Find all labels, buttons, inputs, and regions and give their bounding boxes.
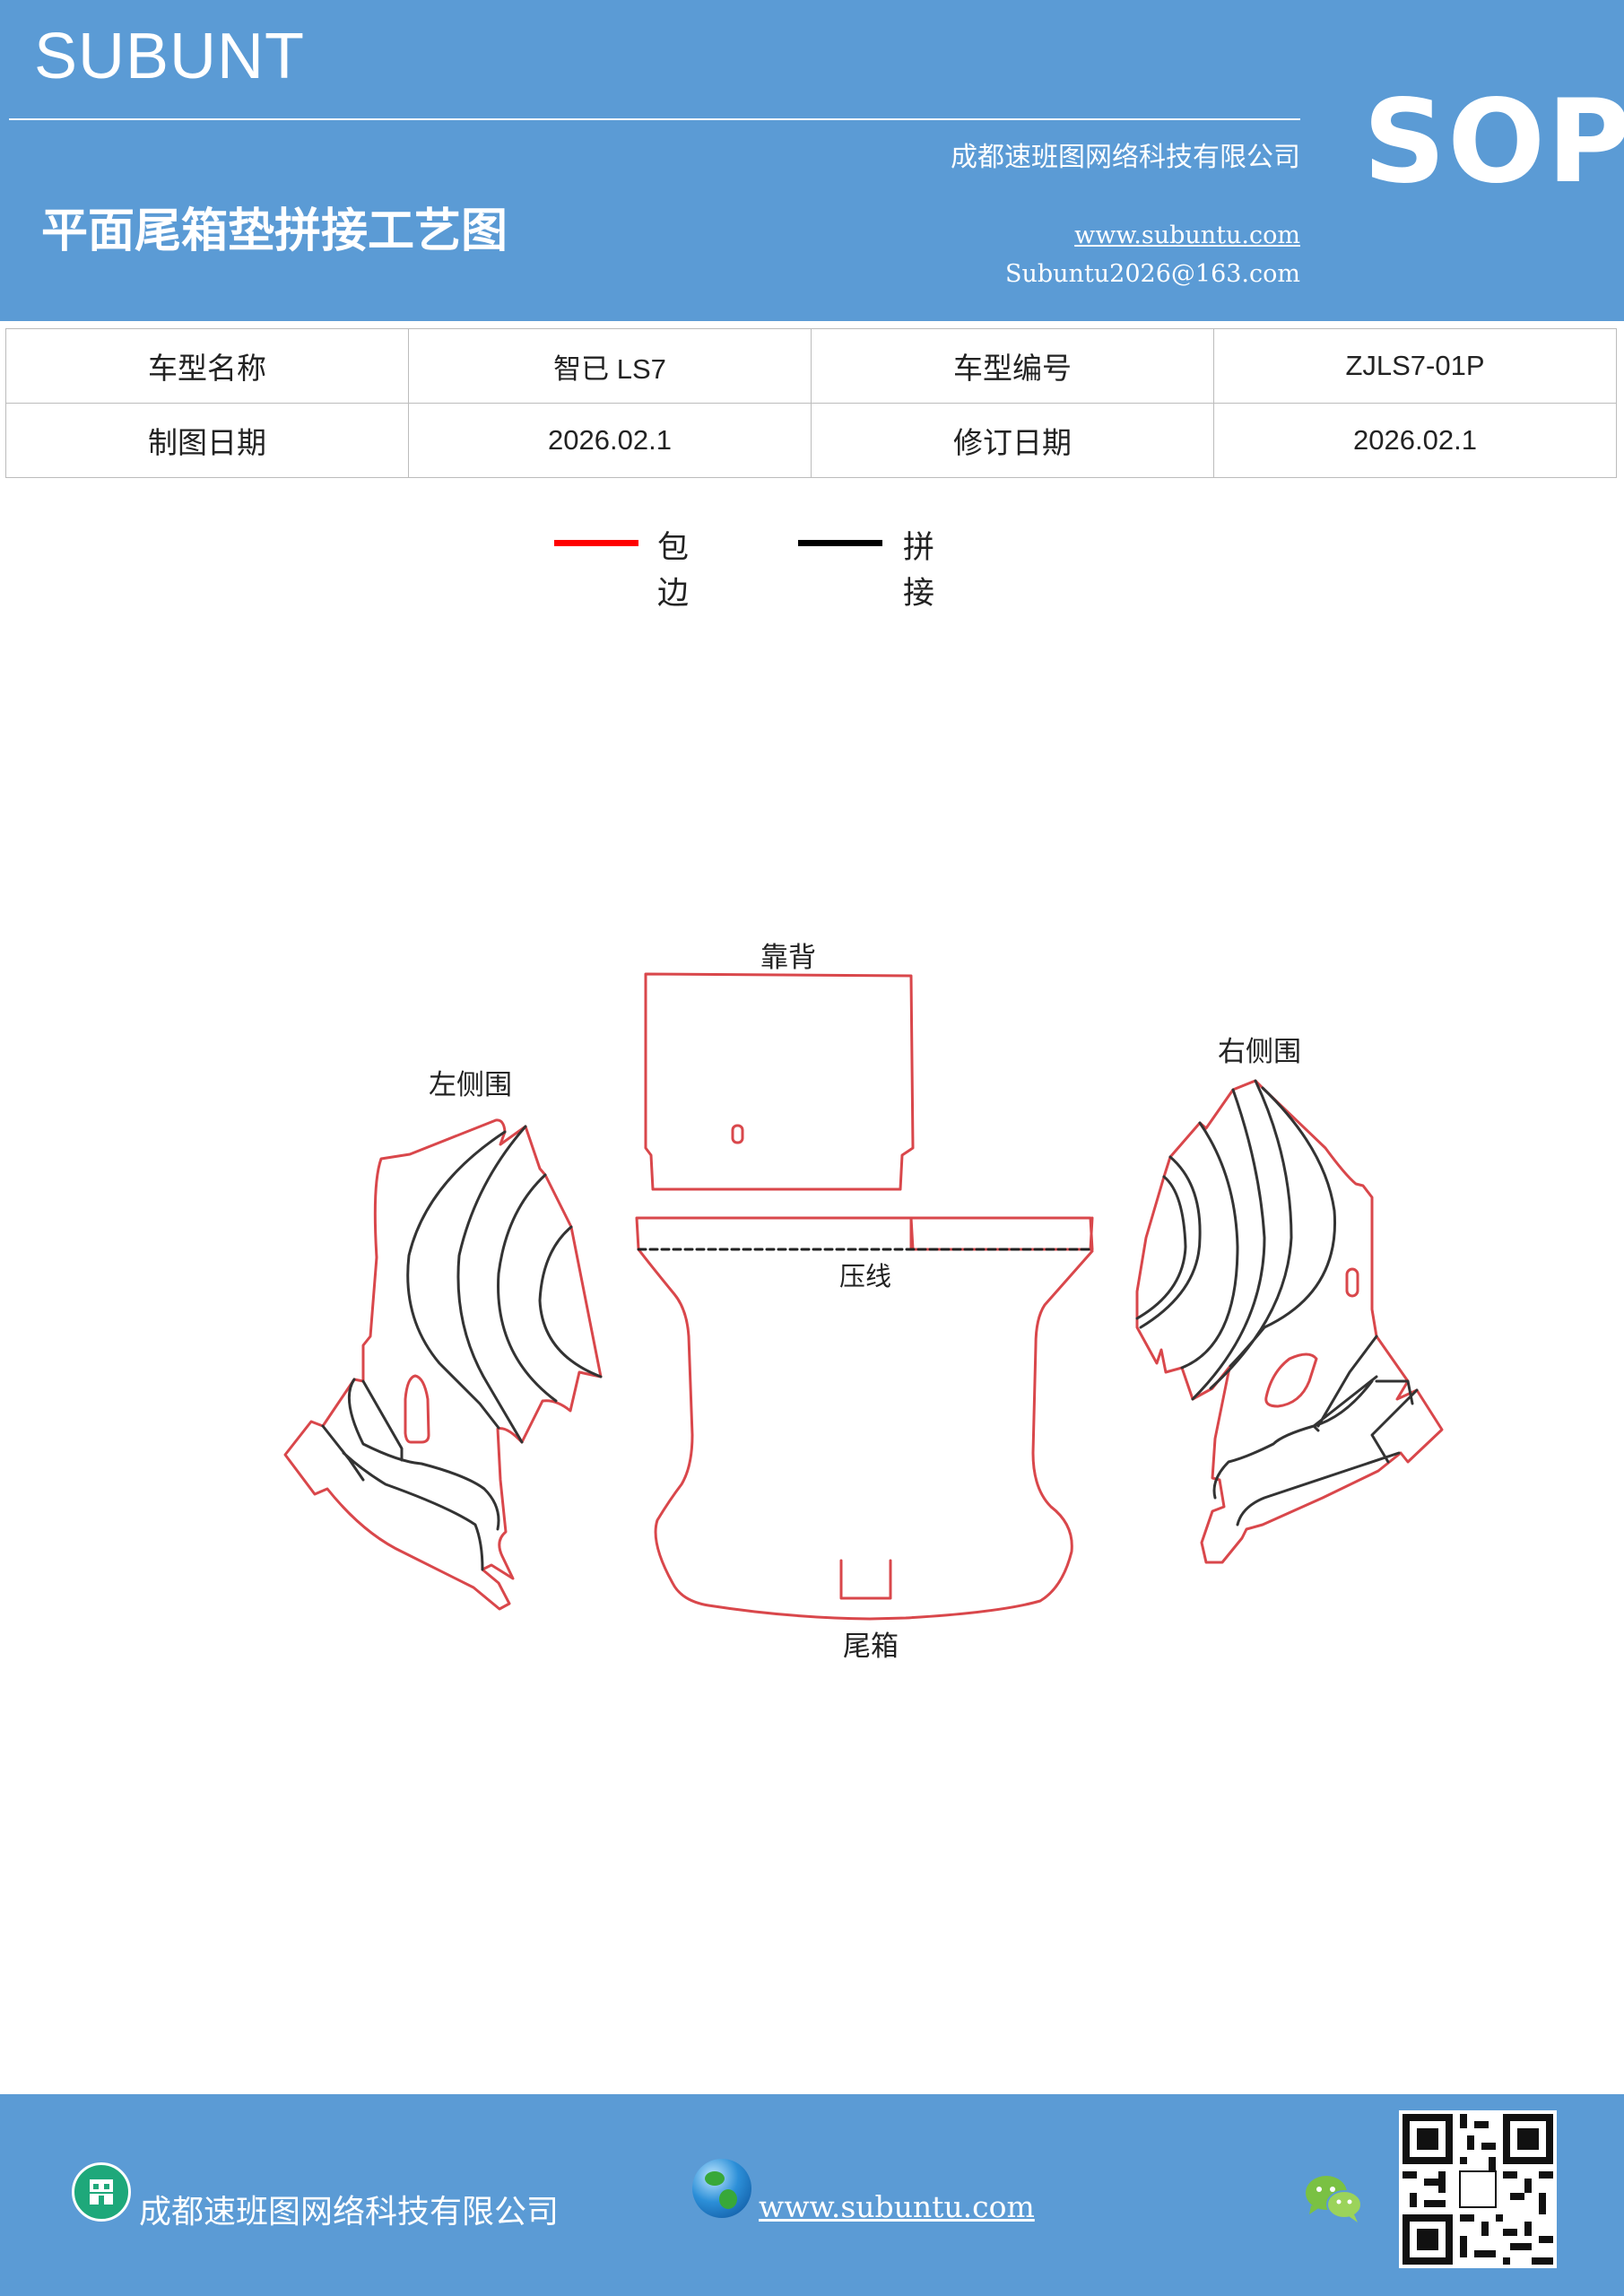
label-left-side: 左侧围 xyxy=(429,1069,512,1101)
table-cell: 修订日期 xyxy=(811,403,1214,478)
qr-code[interactable] xyxy=(1399,2110,1557,2268)
legend-label: 包边 xyxy=(657,530,690,612)
header-banner: SUBUNT 成都速班图网络科技有限公司 平面尾箱垫拼接工艺图 www.subu… xyxy=(0,0,1624,321)
table-cell: 车型编号 xyxy=(811,328,1214,404)
trunk-upper-flap-right xyxy=(909,1216,1094,1251)
label-right-side: 右侧围 xyxy=(1218,1036,1301,1068)
label-crease: 压线 xyxy=(839,1261,891,1292)
header-divider xyxy=(9,118,1300,120)
header-company: 成都速班图网络科技有限公司 xyxy=(951,142,1300,173)
pattern-drawing: 靠背 左侧围 右侧围 压线 尾箱 xyxy=(283,942,1444,1663)
brand-name: SUBUNT xyxy=(34,21,306,92)
table-cell: 制图日期 xyxy=(5,403,409,478)
legend-swatch-red xyxy=(554,540,638,546)
table-row: 车型名称 智已 LS7 车型编号 ZJLS7-01P xyxy=(5,328,1617,404)
vehicle-info-table: 车型名称 智已 LS7 车型编号 ZJLS7-01P 制图日期 2026.02.… xyxy=(5,328,1617,478)
trunk-panel xyxy=(635,1216,1094,1621)
table-cell: 智已 LS7 xyxy=(408,328,812,404)
table-cell: ZJLS7-01P xyxy=(1213,328,1617,404)
legend-label: 拼接 xyxy=(903,530,935,612)
right-side-oval-slot xyxy=(1264,1352,1318,1408)
legend-swatch-black xyxy=(798,540,882,546)
globe-icon xyxy=(692,2159,751,2218)
footer-company: 成都速班图网络科技有限公司 xyxy=(139,2194,560,2231)
building-icon xyxy=(72,2162,131,2222)
table-row: 制图日期 2026.02.1 修订日期 2026.02.1 xyxy=(5,403,1617,478)
table-cell: 2026.02.1 xyxy=(1213,403,1617,478)
table-cell: 2026.02.1 xyxy=(408,403,812,478)
label-trunk: 尾箱 xyxy=(843,1631,899,1663)
trunk-notch xyxy=(839,1559,892,1600)
header-email[interactable]: Subuntu2026@163.com xyxy=(1005,260,1300,288)
right-side-seams xyxy=(1135,1079,1419,1526)
backrest-panel xyxy=(644,972,915,1191)
left-side-seams xyxy=(321,1125,603,1571)
left-side-slot xyxy=(404,1374,430,1444)
document-title: 平面尾箱垫拼接工艺图 xyxy=(41,204,508,258)
right-side-panel xyxy=(1135,1079,1444,1564)
header-website-link[interactable]: www.subuntu.com xyxy=(1074,222,1300,249)
footer-banner: 成都速班图网络科技有限公司 www.subuntu.com xyxy=(0,2094,1624,2296)
sop-mark: SOP xyxy=(1363,75,1624,209)
backrest-slot xyxy=(731,1124,744,1144)
wechat-icon[interactable] xyxy=(1302,2171,1365,2225)
table-cell: 车型名称 xyxy=(5,328,409,404)
footer-website-link[interactable]: www.subuntu.com xyxy=(759,2189,1035,2224)
right-side-slot xyxy=(1345,1267,1359,1298)
label-backrest: 靠背 xyxy=(760,942,816,974)
left-side-panel xyxy=(283,1118,603,1611)
